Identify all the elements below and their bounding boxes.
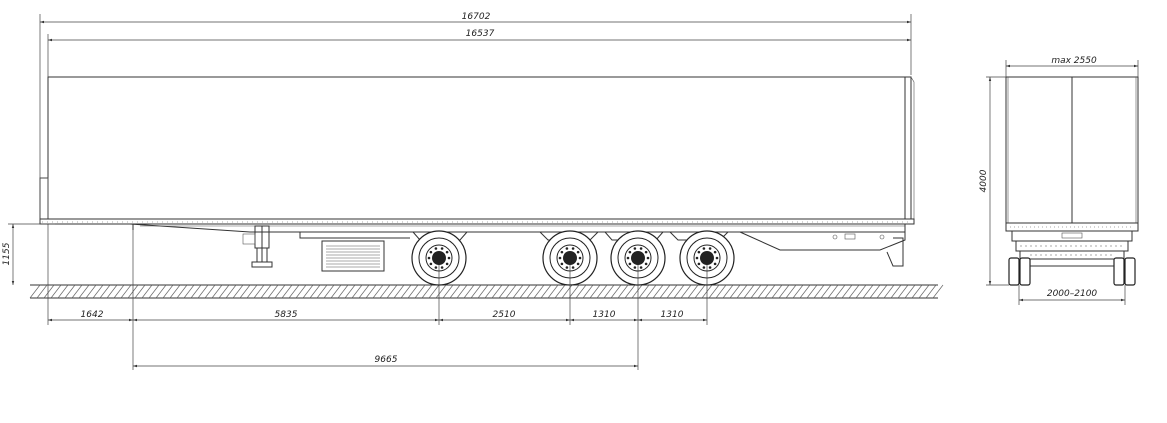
max-width-label: max 2550 xyxy=(1051,56,1097,66)
dimension-max-width: max 2550 xyxy=(1005,56,1139,77)
dimension-track-width: 2000–2100 xyxy=(1018,285,1126,305)
extension-lines xyxy=(47,224,708,370)
toolbox xyxy=(321,240,385,272)
rear-tyres xyxy=(1008,257,1136,286)
dimension-overall-length: 16702 xyxy=(39,12,912,222)
coupling-height-label: 1155 xyxy=(2,242,12,265)
dimension-kingpin-to-axle3: 9665 xyxy=(133,355,638,368)
trailer-body xyxy=(39,76,915,220)
kingpin-to-axle1-label: 5835 xyxy=(275,310,298,320)
axle2-to-axle3-label: 1310 xyxy=(593,310,616,320)
axle3-to-axle4-label: 1310 xyxy=(661,310,684,320)
body-length-label: 16537 xyxy=(466,29,495,39)
kingpin-to-axle3-label: 9665 xyxy=(375,355,398,365)
chassis-frame xyxy=(39,218,915,267)
side-view: 16702 16537 1155 1642 58 xyxy=(2,12,944,370)
dimension-coupling-height: 1155 xyxy=(2,223,55,285)
dimension-body-length: 16537 xyxy=(47,29,911,77)
landing-gear xyxy=(242,225,273,268)
wheel-3 xyxy=(610,230,666,286)
front-overhang-label: 1642 xyxy=(81,310,104,320)
overall-length-label: 16702 xyxy=(462,12,491,22)
ground-line xyxy=(29,284,944,299)
height-label: 4000 xyxy=(979,169,989,192)
axle1-to-axle2-label: 2510 xyxy=(493,310,516,320)
dimension-chain-bottom: 1642 5835 2510 1310 1310 xyxy=(48,310,707,322)
wheel-4 xyxy=(679,230,735,286)
wheels xyxy=(411,230,735,286)
rear-bumper xyxy=(1011,230,1133,260)
wheel-1 xyxy=(411,230,467,286)
rear-view: max 2550 4000 2000–2100 xyxy=(979,56,1139,305)
track-width-label: 2000–2100 xyxy=(1047,289,1098,299)
dimension-height: 4000 xyxy=(979,76,1009,286)
